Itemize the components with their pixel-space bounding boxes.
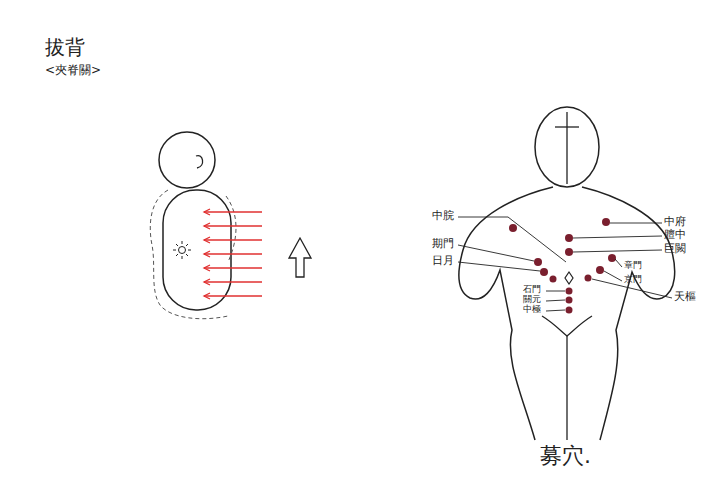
point-name: 石門	[523, 285, 541, 295]
point-name: 京門	[624, 275, 642, 285]
face-line	[555, 126, 579, 127]
crotch-line	[542, 316, 592, 336]
push-arrows	[204, 209, 262, 299]
body-outline	[163, 190, 231, 310]
figure-caption: 募穴.	[540, 444, 591, 468]
point-name: 中府	[664, 216, 686, 228]
point-name: 期門	[432, 238, 454, 250]
point-name: 膻中	[664, 229, 686, 241]
ear-mark	[196, 156, 203, 168]
acupoint-dots	[509, 218, 616, 314]
leg-line	[566, 336, 567, 440]
point-name: 中極	[523, 305, 541, 315]
point-name: 章門	[624, 261, 642, 271]
panel-title: 拔背	[45, 36, 85, 58]
navel-diamond	[565, 272, 573, 284]
leader-lines	[458, 217, 672, 311]
head-outline	[159, 132, 215, 188]
sun-symbol	[173, 241, 191, 259]
body-outline	[459, 187, 675, 440]
subtitle-label: <夾脊關>	[45, 64, 101, 77]
dashed-posture-outline	[226, 196, 236, 262]
point-name: 巨闕	[664, 243, 686, 255]
face-line	[566, 112, 567, 184]
point-name: 日月	[432, 255, 454, 267]
point-name: 中脘	[432, 210, 454, 222]
point-name: 關元	[523, 295, 541, 305]
point-name: 天樞	[674, 291, 696, 303]
up-arrow	[289, 238, 311, 277]
head-outline	[535, 107, 599, 187]
